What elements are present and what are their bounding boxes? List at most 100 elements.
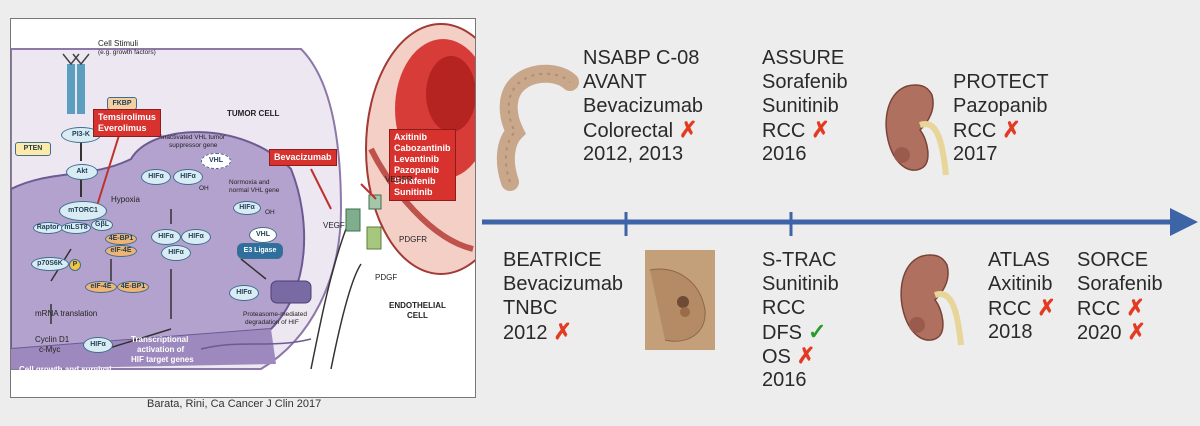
- fail-x-icon: ✗: [1037, 295, 1056, 320]
- label-hypoxia: Hypoxia: [111, 195, 140, 204]
- trial-assure: ASSURE Sorafenib Sunitinib RCC✗ 2016: [762, 46, 848, 166]
- trial-line: NSABP C-08: [583, 47, 700, 69]
- trial-line: 2016: [762, 143, 807, 165]
- node-hif-2: HIFα: [173, 169, 203, 185]
- label-c-myc: c-Myc: [39, 345, 61, 354]
- label-suppressor-gene: suppressor gene: [169, 142, 218, 149]
- trial-s-trac: S-TRAC Sunitinib RCC DFS ✓ OS✗ 2016: [762, 248, 839, 392]
- trial-line: OS: [762, 346, 791, 368]
- trial-line: 2012, 2013: [583, 143, 684, 165]
- node-eif4e-a: eIF-4E: [105, 245, 137, 257]
- trial-line: 2017: [953, 143, 998, 165]
- node-vhl-inactive: VHL: [201, 153, 231, 169]
- node-raptor: Raptor: [33, 222, 63, 234]
- trial-line: RCC: [762, 297, 806, 319]
- trial-line: 2016: [762, 369, 807, 391]
- label-cyclin-d1: Cyclin D1: [35, 335, 70, 344]
- fail-x-icon: ✗: [1126, 295, 1145, 320]
- label-hif-target-genes: HIF target genes: [131, 355, 194, 364]
- trial-line: RCC: [1077, 298, 1121, 320]
- trial-line: ATLAS: [988, 249, 1050, 271]
- label-activation: activation of: [137, 345, 185, 354]
- trial-line: RCC: [988, 298, 1032, 320]
- trial-line: Bevacizumab: [503, 273, 624, 295]
- label-cell-growth: Cell growth and survival: [19, 365, 112, 374]
- node-e3-ligase: E3 Ligase: [237, 243, 283, 259]
- trial-line: Sunitinib: [762, 95, 839, 117]
- trial-line: 2012: [503, 322, 548, 344]
- node-mlst8: mLST8: [61, 222, 91, 234]
- drug-temsirolimus-everolimus: Temsirolimus Everolimus: [93, 109, 161, 137]
- trial-atlas: ATLAS Axitinib RCC✗ 2018: [988, 248, 1056, 344]
- trial-line: TNBC: [503, 297, 558, 319]
- label-pdgf: PDGF: [375, 273, 398, 282]
- trial-line: Colorectal: [583, 120, 674, 142]
- label-normoxia: Normoxia and: [229, 179, 270, 186]
- node-hif-3: HIFα: [151, 229, 181, 245]
- label-normal-vhl: normal VHL gene: [229, 187, 280, 194]
- pathway-figure: Cell Stimuli (e.g. growth factors) PI3-K…: [10, 18, 476, 398]
- node-eif4e-b: eIF-4E: [85, 281, 117, 293]
- trial-line: ASSURE: [762, 47, 845, 69]
- node-pten: PTEN: [15, 142, 51, 156]
- trial-beatrice: BEATRICE Bevacizumab TNBC 2012✗: [503, 248, 623, 344]
- node-p70s6k: p70S6K: [31, 257, 69, 271]
- node-akt: Akt: [66, 164, 98, 180]
- label-proteasome: Proteasome-mediated: [243, 311, 307, 318]
- drug-tki-list: Axitinib Cabozantinib Levantinib Pazopan…: [389, 129, 456, 201]
- drug-bevacizumab: Bevacizumab: [269, 149, 337, 166]
- trial-protect: PROTECT Pazopanib RCC✗ 2017: [953, 70, 1049, 166]
- success-check-icon: ✓: [808, 319, 827, 344]
- label-cell-stimuli: Cell Stimuli: [98, 39, 139, 48]
- label-inactivated-vhl: Inactivated VHL tumor: [161, 134, 226, 141]
- node-hif-4: HIFα: [181, 229, 211, 245]
- citation: Barata, Rini, Ca Cancer J Clin 2017: [147, 398, 322, 410]
- label-transcriptional: Transcriptional: [131, 335, 189, 344]
- node-phospho: P: [69, 259, 81, 271]
- label-vegf: VEGF: [323, 221, 345, 230]
- trial-line: Bevacizumab: [583, 95, 704, 117]
- trial-line: SORCE: [1077, 249, 1149, 271]
- fail-x-icon: ✗: [796, 343, 816, 368]
- timeline-arrowhead: [1170, 208, 1198, 236]
- label-vegfr: VEGFR: [385, 175, 413, 184]
- trial-nsabp-avant: NSABP C-08 AVANT Bevacizumab Colorectal✗…: [583, 46, 703, 166]
- colon-illustration: [496, 64, 579, 191]
- label-oh-2: OH: [265, 209, 275, 216]
- trial-line: DFS: [762, 322, 802, 344]
- trial-line: S-TRAC: [762, 249, 837, 271]
- breast-illustration: [645, 250, 715, 350]
- node-hif-5: HIFα: [161, 245, 191, 261]
- trial-line: AVANT: [583, 71, 647, 93]
- label-endothelial: ENDOTHELIAL: [389, 301, 446, 310]
- fail-x-icon: ✗: [553, 319, 572, 344]
- label-mrna-translation: mRNA translation: [35, 309, 98, 318]
- trial-line: 2020: [1077, 322, 1122, 344]
- node-gbl: GβL: [91, 219, 113, 231]
- trial-line: PROTECT: [953, 71, 1049, 93]
- timeline-axis: [482, 208, 1198, 236]
- trial-line: RCC: [762, 120, 806, 142]
- label-tumor-cell: TUMOR CELL: [227, 109, 280, 118]
- node-vhl: VHL: [249, 227, 277, 243]
- label-growth-factors: (e.g. growth factors): [98, 49, 156, 56]
- fail-x-icon: ✗: [679, 117, 698, 142]
- label-pdgfr: PDGFR: [399, 235, 427, 244]
- trial-line: RCC: [953, 120, 997, 142]
- node-hif-normoxia: HIFα: [233, 201, 261, 215]
- label-oh-1: OH: [199, 185, 209, 192]
- fail-x-icon: ✗: [811, 117, 830, 142]
- trial-sorce: SORCE Sorafenib RCC✗ 2020✗: [1077, 248, 1163, 344]
- node-hif-ub: HIFα: [229, 285, 259, 301]
- fail-x-icon: ✗: [1002, 117, 1021, 142]
- label-cell: CELL: [407, 311, 428, 320]
- trial-line: Pazopanib: [953, 95, 1048, 117]
- trial-line: Sunitinib: [762, 273, 839, 295]
- trial-line: BEATRICE: [503, 249, 602, 271]
- trial-line: Sorafenib: [1077, 273, 1163, 295]
- kidney-illustration-1: [885, 84, 949, 176]
- node-mtorc1: mTORC1: [59, 201, 107, 221]
- trial-line: Sorafenib: [762, 71, 848, 93]
- node-hif-1: HIFα: [141, 169, 171, 185]
